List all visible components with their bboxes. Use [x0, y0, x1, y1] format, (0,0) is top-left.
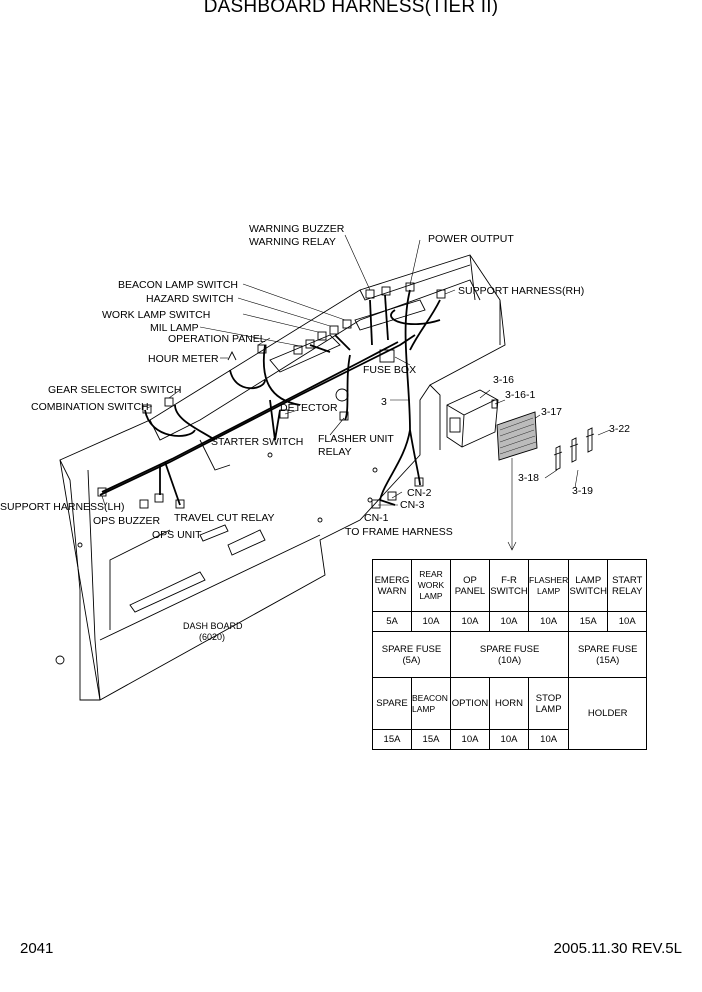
- label-beacon-lamp-switch: BEACON LAMP SWITCH: [118, 279, 238, 291]
- holder-cell: HOLDER: [568, 677, 648, 750]
- dash-board-outline: [55, 254, 506, 701]
- fuse-value-cell: 15A: [372, 729, 412, 750]
- fuse-name-cell: F-R SWITCH: [489, 559, 529, 612]
- fuse-value-cell: 10A: [489, 611, 529, 632]
- fuse-name-cell: LAMP SWITCH: [568, 559, 609, 612]
- fuse-cover-3-17: [496, 411, 538, 461]
- page-title: DASHBOARD HARNESS(TIER II): [203, 0, 499, 17]
- fuse-box-3-16: [446, 389, 499, 448]
- label-ref-3-19: 3-19: [572, 485, 594, 497]
- fuse-name-cell: START RELAY: [607, 559, 648, 612]
- spare-fuse-cell: SPARE FUSE (15A): [568, 631, 648, 678]
- label-cn-1: CN-1: [364, 512, 389, 524]
- label-operation-panel: OPERATION PANEL: [168, 333, 266, 345]
- label-relay: RELAY: [318, 446, 352, 458]
- fuse-value-cell: 10A: [527, 729, 570, 750]
- label-travel-cut-relay: TRAVEL CUT RELAY: [174, 512, 275, 524]
- fuse-value-cell: 5A: [372, 611, 412, 632]
- label-power-output: POWER OUTPUT: [428, 233, 514, 245]
- label-support-harness-rh: SUPPORT HARNESS(RH): [458, 285, 585, 297]
- label-detector: DETECTOR: [280, 402, 338, 414]
- label-dash-board-no: (6020): [199, 632, 226, 642]
- label-ref-3-22: 3-22: [609, 423, 631, 435]
- label-starter-switch: STARTER SWITCH: [211, 436, 304, 448]
- fuse-value-cell: 10A: [450, 729, 490, 750]
- leader-lines: [101, 234, 611, 551]
- fuse-name-cell: BEACON LAMP: [411, 677, 451, 730]
- label-ops-unit: OPS UNIT: [152, 529, 202, 541]
- fuse-name-cell: OPTION: [450, 677, 490, 730]
- fuse-value-cell: 15A: [568, 611, 609, 632]
- label-ref-3-16-1: 3-16-1: [505, 389, 536, 401]
- fuse-name-cell: HORN: [489, 677, 529, 730]
- label-mil-lamp: MIL LAMP: [150, 322, 199, 334]
- label-combination-switch: COMBINATION SWITCH: [31, 401, 149, 413]
- label-hour-meter: HOUR METER: [148, 353, 219, 365]
- label-hazard-switch: HAZARD SWITCH: [146, 293, 234, 305]
- fuse-value-cell: 10A: [450, 611, 490, 632]
- fuses: [553, 427, 595, 471]
- label-dash-board: DASH BOARD: [183, 621, 243, 631]
- spare-fuse-cell: SPARE FUSE (10A): [449, 631, 570, 678]
- label-ops-buzzer: OPS BUZZER: [93, 515, 161, 527]
- harness-wires: [99, 289, 441, 506]
- connectors: [97, 282, 446, 509]
- label-warning-relay: WARNING RELAY: [249, 236, 336, 248]
- fuse-value-cell: 10A: [607, 611, 648, 632]
- label-fuse-box: FUSE BOX: [363, 364, 417, 376]
- fuse-row-spare: SPARE FUSE (5A)SPARE FUSE (10A)SPARE FUS…: [372, 631, 648, 678]
- label-cn-2: CN-2: [407, 487, 432, 499]
- fuse-value-cell: 10A: [527, 611, 570, 632]
- fuse-name-cell: FLASHER LAMP: [527, 559, 570, 612]
- fuse-name-cell: EMERG WARN: [372, 559, 412, 612]
- fuse-name-cell: OP PANEL: [450, 559, 490, 612]
- label-support-harness-lh: SUPPORT HARNESS(LH): [0, 501, 125, 513]
- label-ref-3-17: 3-17: [541, 406, 563, 418]
- label-to-frame-harness: TO FRAME HARNESS: [345, 526, 453, 538]
- fuse-value-cell: 10A: [411, 611, 451, 632]
- date-revision: 2005.11.30 REV.5L: [553, 940, 682, 957]
- fuse-name-cell: REAR WORK LAMP: [411, 559, 451, 612]
- page-number: 2041: [20, 940, 54, 957]
- fuse-name-cell: STOP LAMP: [527, 677, 570, 730]
- label-cn-3: CN-3: [400, 499, 425, 511]
- label-ref-3-16: 3-16: [493, 374, 515, 386]
- label-warning-buzzer: WARNING BUZZER: [249, 223, 345, 235]
- label-work-lamp-switch: WORK LAMP SWITCH: [102, 309, 211, 321]
- label-ref-3: 3: [381, 396, 387, 408]
- label-gear-selector-switch: GEAR SELECTOR SWITCH: [48, 384, 182, 396]
- label-flasher-unit: FLASHER UNIT: [318, 433, 394, 445]
- fuse-name-cell: SPARE: [372, 677, 412, 730]
- spare-fuse-cell: SPARE FUSE (5A): [372, 631, 451, 678]
- fuse-value-cell: 10A: [489, 729, 529, 750]
- fuse-value-cell: 15A: [411, 729, 451, 750]
- label-ref-3-18: 3-18: [518, 472, 540, 484]
